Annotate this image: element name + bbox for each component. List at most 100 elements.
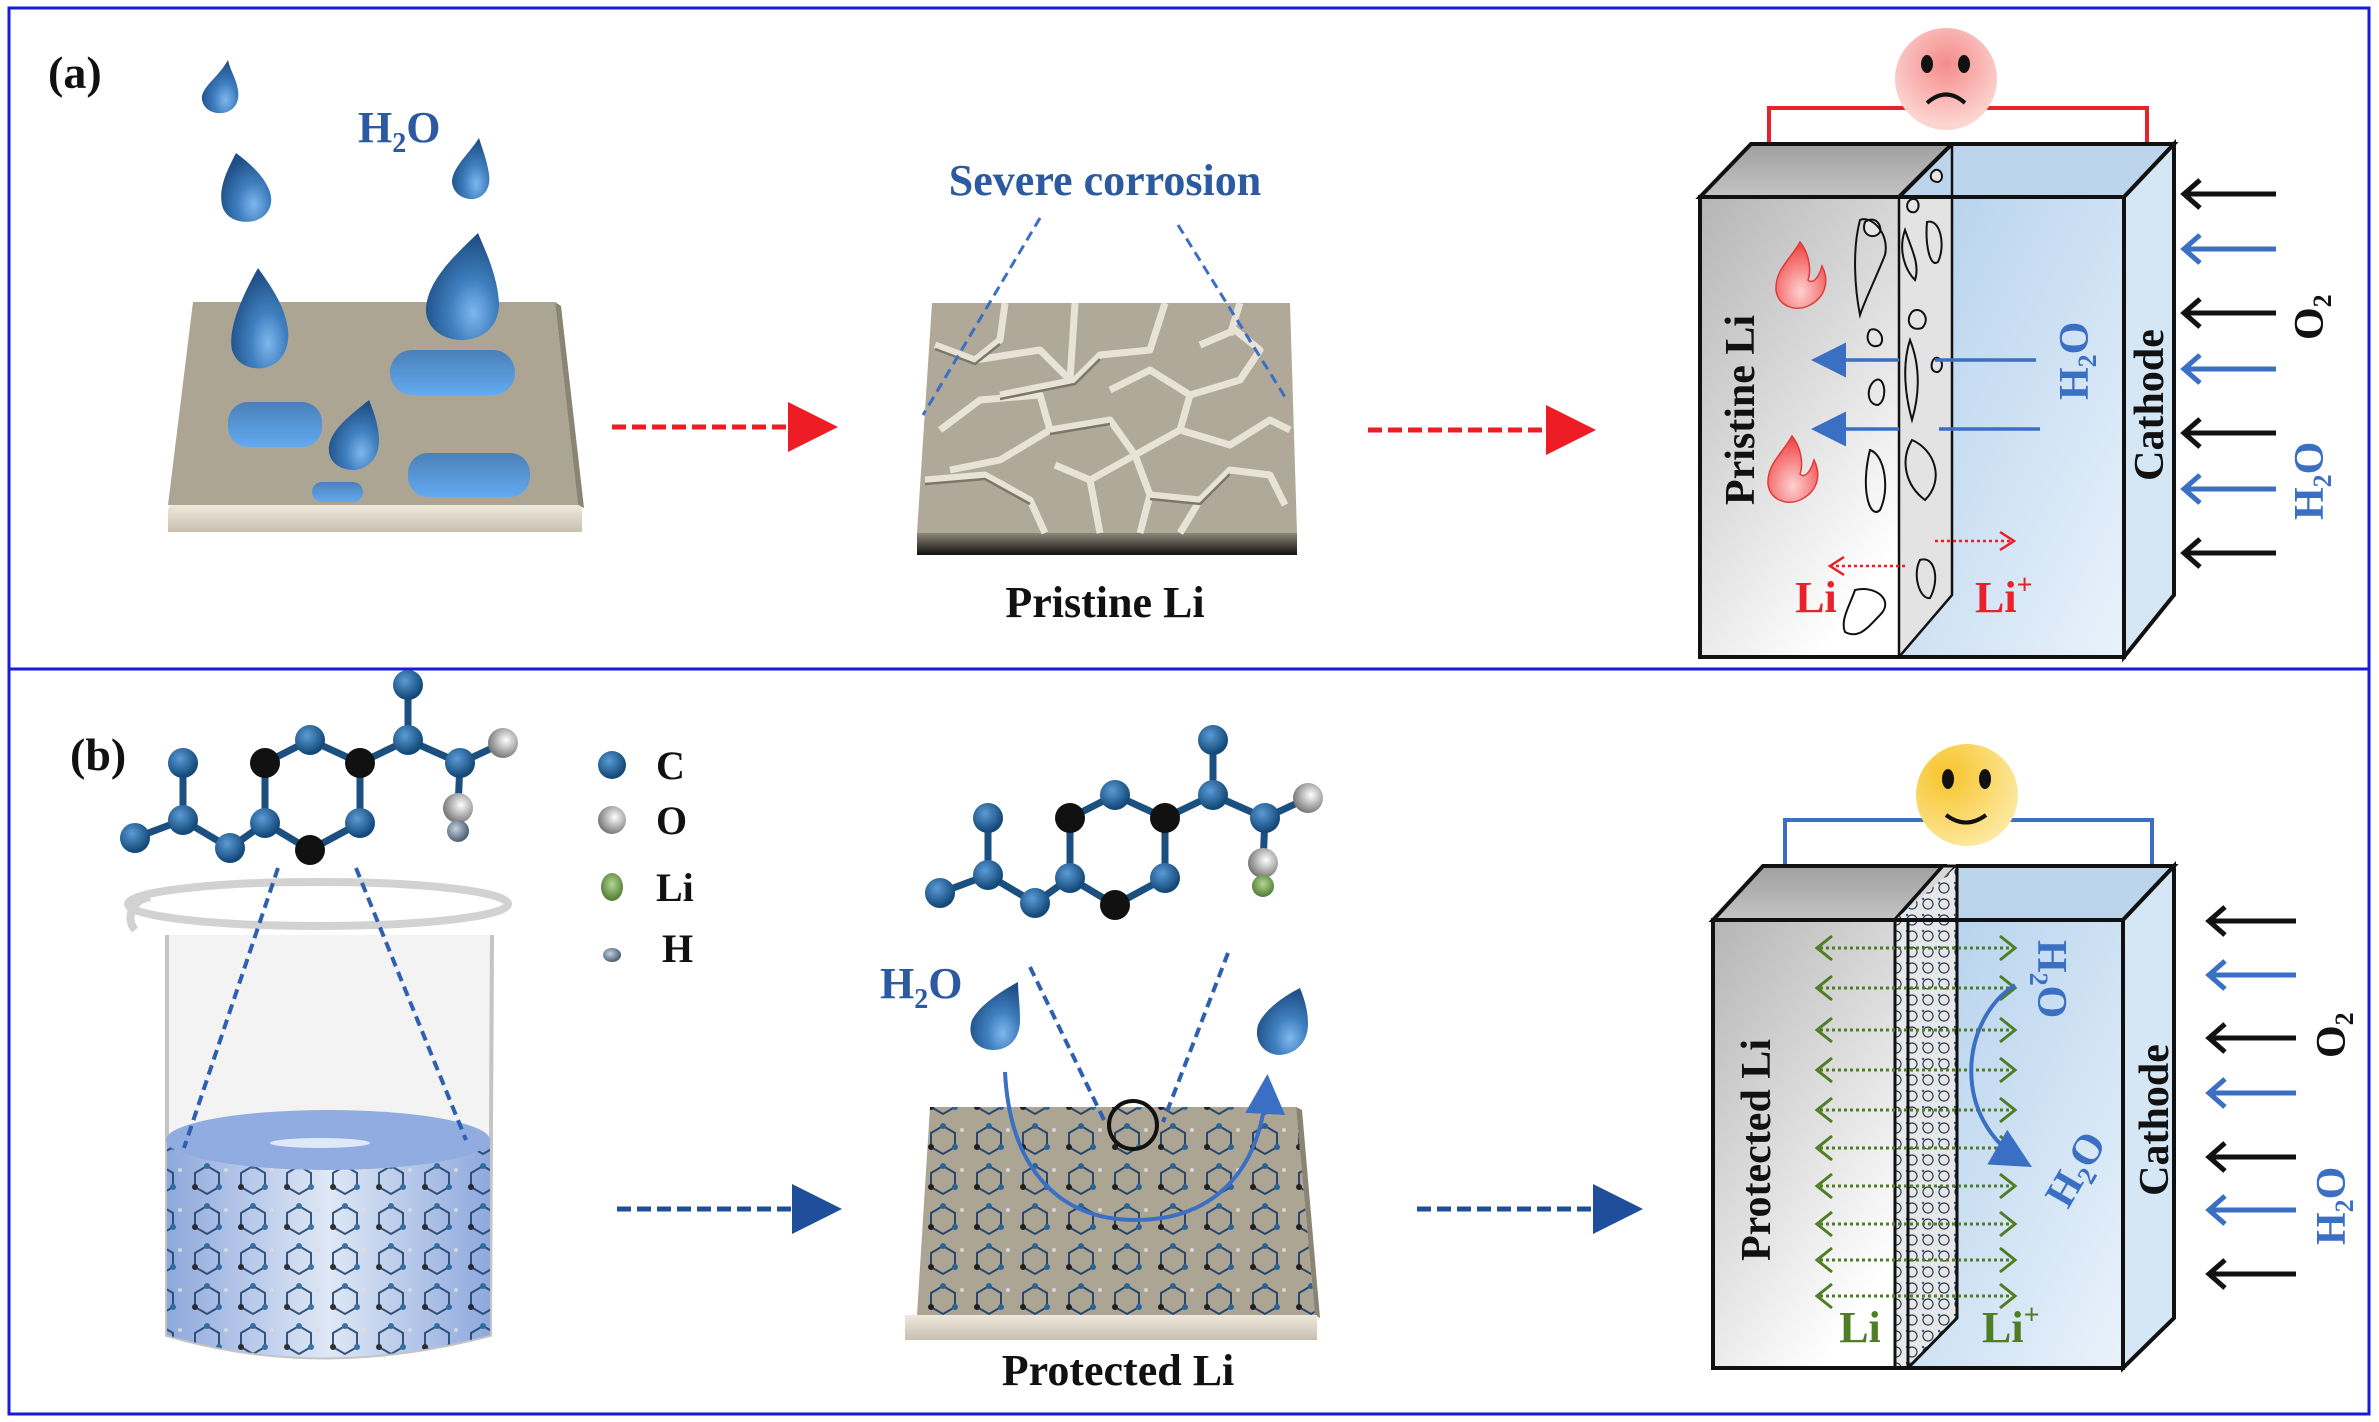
water-drop-icon — [231, 268, 289, 369]
carbon-atom — [295, 835, 325, 865]
panel-b: (b) C O Li H — [70, 670, 2359, 1395]
water-inflow-label-a: H2O — [2287, 442, 2337, 520]
callout-line — [921, 217, 1042, 416]
water-drop-icon — [425, 233, 500, 340]
oxygen-atom — [443, 793, 473, 823]
legend-label-o: O — [656, 798, 687, 843]
legend-label-li: Li — [656, 865, 694, 910]
battery-a-cathode-label: Cathode — [2127, 329, 2173, 481]
legend-label-c: C — [656, 743, 685, 788]
battery-b-li-label: Li — [1839, 1303, 1881, 1352]
protected-li-caption: Protected Li — [1002, 1346, 1235, 1395]
hydrogen-atom — [447, 820, 469, 842]
arrowhead-right-icon — [1999, 1016, 2018, 1044]
water-puddle — [228, 402, 322, 447]
water-drop-icon — [970, 982, 1020, 1050]
carbon-atom — [295, 725, 325, 755]
carbon-atom — [973, 860, 1003, 890]
battery-b-cathode-label: Cathode — [2132, 1044, 2178, 1196]
flame-icon — [1767, 434, 1819, 504]
carbon-atom — [168, 748, 198, 778]
molecule-structure — [120, 670, 518, 865]
arrowhead-left-icon — [1814, 1210, 1833, 1238]
carbon-atom — [393, 670, 423, 700]
li-ion-arrows — [1814, 934, 2018, 1310]
arrowhead-right-icon — [1999, 1282, 2018, 1310]
arrowhead-left-icon — [1814, 1056, 1833, 1084]
battery-pristine: H2O Li Li+ Pristine Li Cathode — [1695, 28, 2179, 663]
corroded-lithium-plate — [917, 301, 1297, 555]
callout-line — [354, 867, 468, 1141]
legend-atom-o — [598, 806, 626, 834]
oxygen-atom — [1248, 848, 1278, 878]
protected-lithium-plate: H2O — [880, 952, 1320, 1340]
carbon-atom — [1150, 803, 1180, 833]
water-drop-icon — [1256, 988, 1308, 1055]
beaker — [124, 867, 512, 1360]
pristine-li-caption: Pristine Li — [1005, 578, 1204, 627]
callout-line — [182, 867, 280, 1149]
water-drop-icon — [328, 400, 379, 470]
water-drop-icon — [452, 138, 490, 200]
oxygen-atom — [1293, 783, 1323, 813]
figure-frame — [7, 6, 2371, 1416]
carbon-atom — [1020, 888, 1050, 918]
water-drop-icon — [201, 60, 239, 114]
inflow-arrows-b — [2205, 905, 2296, 1290]
dendrites — [1842, 168, 1943, 636]
callout-line — [1028, 966, 1107, 1123]
battery-b-anode-label: Protected Li — [1734, 1039, 1780, 1261]
water-inflow-label-b: H2O — [2309, 1167, 2359, 1245]
flame-icon — [1775, 240, 1827, 310]
arrowhead-left-icon — [1814, 1282, 1833, 1310]
panel-a-label: (a) — [48, 47, 102, 98]
carbon-atom — [1198, 780, 1228, 810]
carbon-atom — [345, 748, 375, 778]
arrowhead-left-icon — [1814, 974, 1833, 1002]
oxygen-atom — [488, 728, 518, 758]
battery-a-li-label: Li — [1795, 573, 1837, 622]
arrowhead-left-icon — [1814, 1096, 1833, 1124]
arrowhead-left-icon — [1814, 934, 1833, 962]
carbon-atom — [1100, 780, 1130, 810]
panel-a: (a) H2O — [48, 28, 2337, 663]
oxygen-label-a: O2 — [2287, 294, 2337, 340]
happy-face-icon — [1916, 744, 2018, 846]
water-puddle — [408, 453, 530, 497]
arrowhead-left-icon — [1814, 1016, 1833, 1044]
zoom-circle — [1107, 1099, 1159, 1151]
battery-protected: H2O H2O Li Li+ Protected Li Cathode — [1708, 744, 2179, 1373]
panel-b-label: (b) — [70, 729, 126, 780]
lithium-atom — [1252, 875, 1274, 897]
carbon-atom — [345, 808, 375, 838]
legend-label-h: H — [662, 926, 693, 971]
arrowhead-right-icon — [1999, 1210, 2018, 1238]
callout-line — [1161, 952, 1230, 1123]
arrowhead-right-icon — [1999, 974, 2018, 1002]
water-puddle — [390, 350, 515, 395]
arrowhead-left-icon — [1814, 1172, 1833, 1200]
legend-atom-c — [598, 751, 626, 779]
carbon-atom — [215, 833, 245, 863]
sad-face-icon — [1895, 28, 1997, 130]
oxygen-label-b: O2 — [2309, 1012, 2359, 1058]
legend-atom-li — [601, 873, 623, 901]
legend-atom-h — [603, 948, 621, 962]
water-label: H2O — [358, 103, 440, 159]
water-drop-icon — [221, 153, 272, 222]
carbon-atom — [168, 805, 198, 835]
arrowhead-right-icon — [1999, 1056, 2018, 1084]
water-puddle — [312, 482, 363, 502]
battery-a-li-ion-label: Li+ — [1975, 570, 2033, 622]
carbon-atom — [1100, 890, 1130, 920]
water-label-b: H2O — [880, 959, 962, 1015]
wet-lithium-plate — [168, 302, 584, 532]
carbon-atom — [1198, 725, 1228, 755]
carbon-atom — [1150, 863, 1180, 893]
inflow-arrows-a — [2180, 178, 2276, 569]
battery-a-anode-label: Pristine Li — [1718, 315, 1764, 505]
carbon-atom — [1250, 803, 1280, 833]
battery-b-li-ion-label: Li+ — [1982, 1300, 2040, 1352]
water-deflect-arrow — [1969, 983, 2032, 1167]
